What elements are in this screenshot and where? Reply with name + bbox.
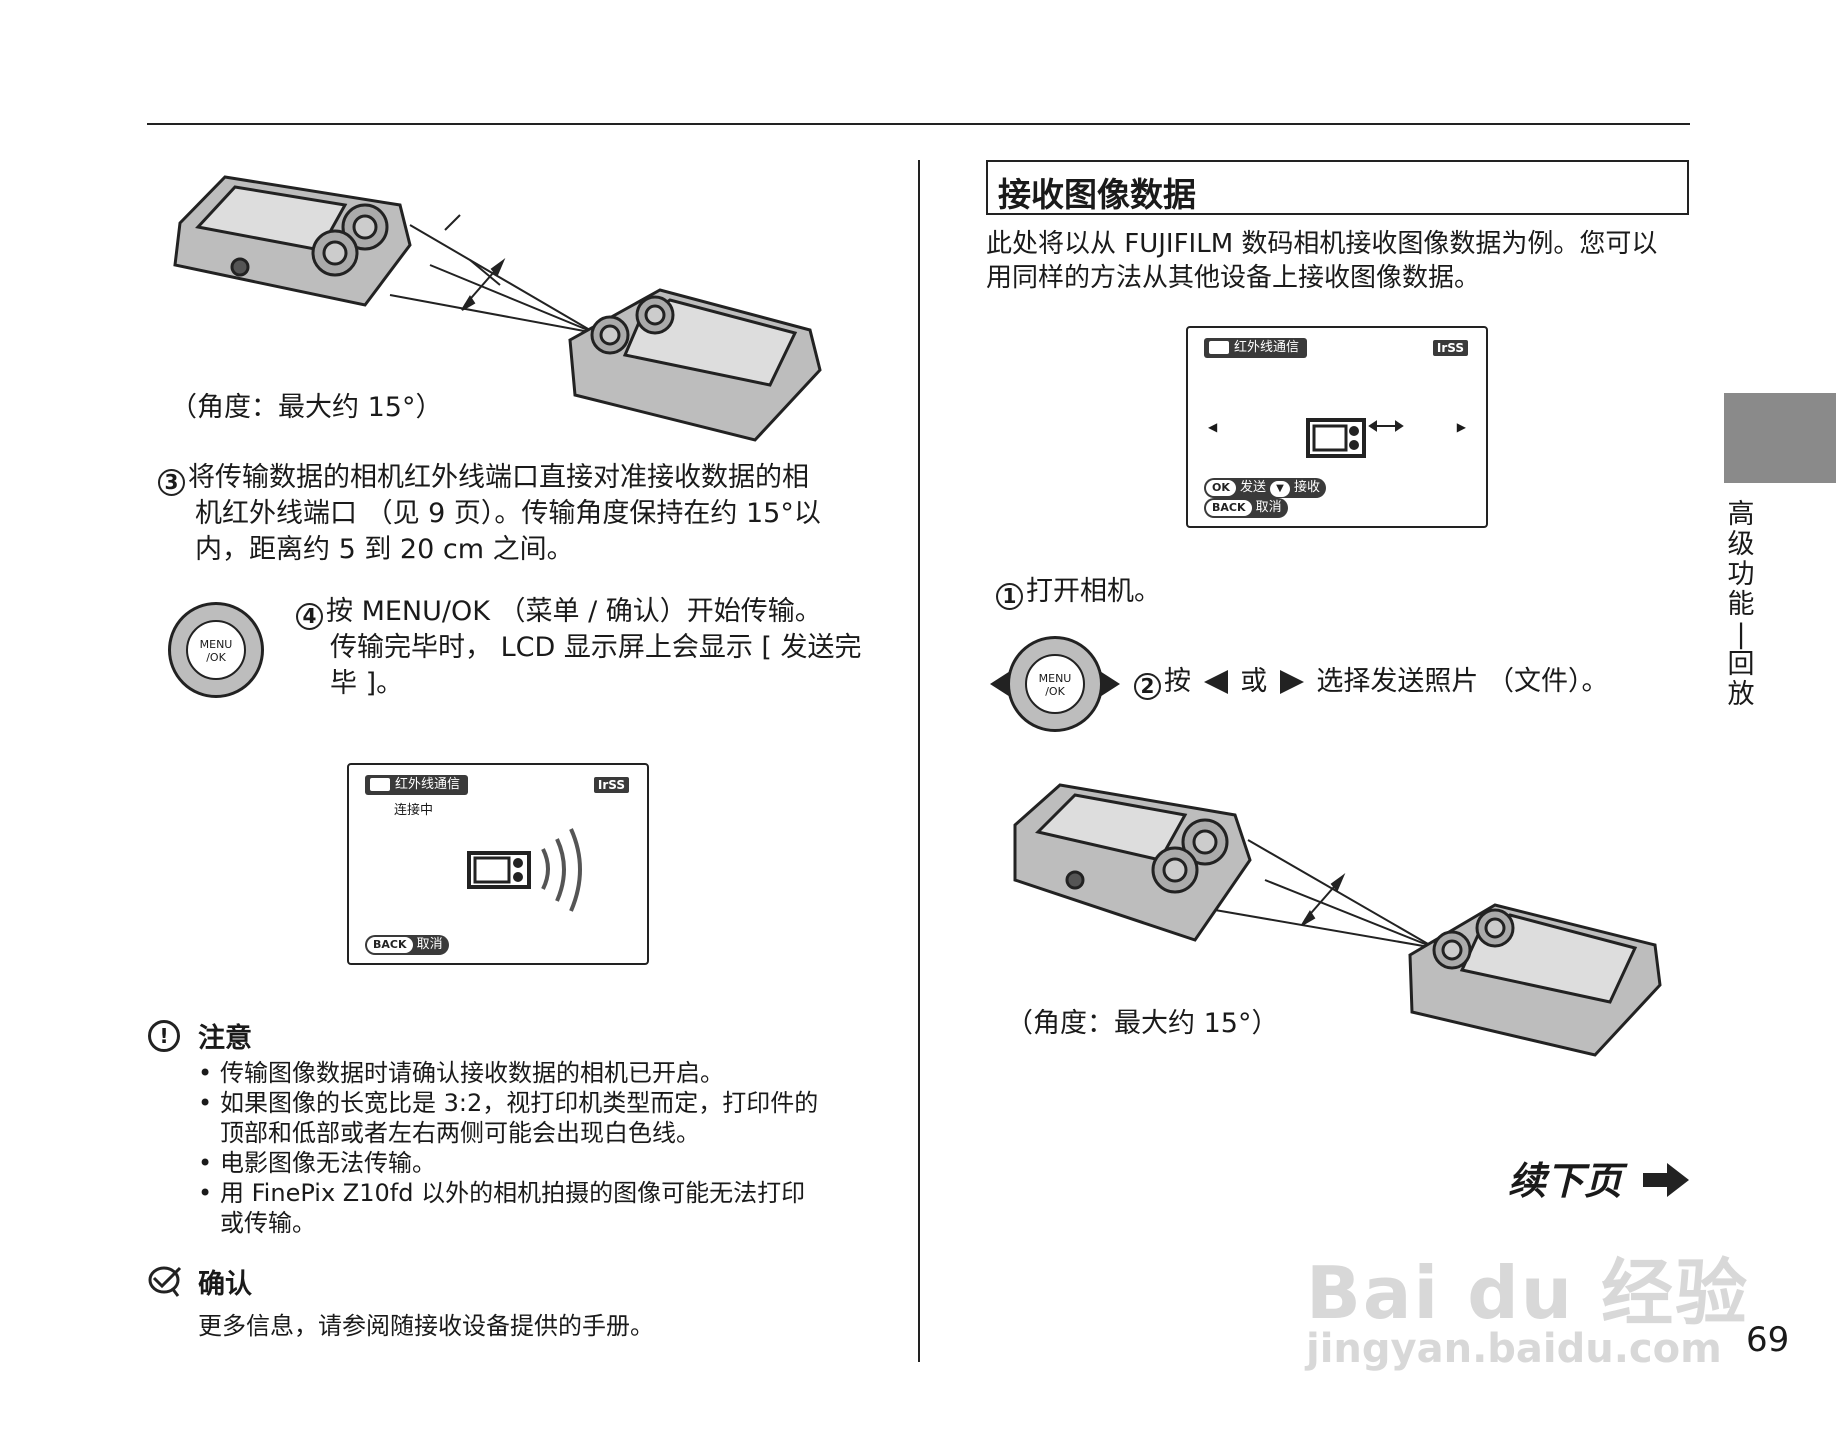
step2-number: 2 [1134, 672, 1161, 700]
note-list: 传输图像数据时请确认接收数据的相机已开启。 如果图像的长宽比是 3:2，视打印机… [198, 1058, 818, 1238]
baidu-watermark-logo: Bai du 经验 [1306, 1251, 1750, 1335]
list-item: 传输图像数据时请确认接收数据的相机已开启。 [198, 1058, 818, 1088]
ir-comm-tag: 红外线通信 [365, 775, 469, 795]
confirm-title: 确认 [198, 1269, 252, 1300]
menu-ok-button: MENU /OK [1025, 654, 1085, 714]
lcd-connecting-screen: 红外线通信 IrSS 连接中 BACK 取消 [347, 763, 649, 965]
angle-caption: （角度：最大约 15°） [170, 392, 443, 423]
camera-alignment-illustration [1013, 783, 1662, 1057]
step3-line2: 机红外线端口 （见 9 页）。传输角度保持在约 15°以 [195, 498, 821, 529]
baidu-watermark-url: jingyan.baidu.com [1306, 1326, 1722, 1372]
chapter-side-tab [1724, 393, 1836, 483]
page-number: 69 [1746, 1320, 1790, 1360]
menu-ok-dial-with-arrows: MENU /OK [990, 636, 1120, 732]
side-label-char: 级 [1727, 529, 1755, 560]
right-arrow-icon[interactable]: ▶ [1456, 420, 1466, 434]
list-item: 用 FinePix Z10fd 以外的相机拍摄的图像可能无法打印 [198, 1178, 818, 1208]
caution-icon: ! [148, 1020, 180, 1052]
intro-line2: 用同样的方法从其他设备上接收图像数据。 [986, 263, 1481, 293]
list-item: 如果图像的长宽比是 3:2，视打印机类型而定，打印件的 [198, 1088, 818, 1118]
right-arrow-icon [1643, 1162, 1690, 1206]
side-label-char: 高 [1727, 499, 1755, 530]
menu-ok-button: MENU /OK [186, 620, 246, 680]
side-label-char: 回 [1727, 649, 1755, 680]
menu-ok-dial: MENU /OK [168, 602, 264, 698]
step3-line3: 内，距离约 5 到 20 cm 之间。 [195, 534, 574, 565]
side-label-char: | [1736, 619, 1746, 650]
side-label-char: 功 [1727, 559, 1755, 590]
lcd-select-screen: 红外线通信 IrSS ◀ ▶ OK 发送 ▼ 接收 BACK 取消 [1186, 326, 1488, 528]
list-item: 或传输。 [220, 1209, 316, 1237]
step4-line3: 毕 ]。 [330, 668, 404, 699]
continue-next-page: 续下页 [1508, 1150, 1690, 1206]
list-item: 顶部和低部或者左右两侧可能会出现白色线。 [220, 1119, 700, 1147]
step4-number: 4 [296, 602, 323, 630]
step4-line2: 传输完毕时， LCD 显示屏上会显示 [ 发送完 [330, 632, 862, 663]
left-arrow-icon[interactable]: ◀ [1208, 420, 1218, 434]
ir-comm-tag: 红外线通信 [1204, 338, 1308, 358]
ir-icon [370, 778, 390, 791]
angle-caption: （角度：最大约 15°） [1006, 1008, 1279, 1039]
sending-camera-icon [1408, 903, 1662, 1057]
step3-number: 3 [158, 468, 185, 496]
checkmark-memo-icon [148, 1266, 182, 1297]
right-triangle-icon [1279, 670, 1304, 694]
side-label-char: 能 [1727, 589, 1755, 620]
intro-line1: 此处将以从 FUJIFILM 数码相机接收图像数据为例。您可以 [986, 229, 1658, 259]
camera-alignment-illustration [173, 175, 822, 442]
receiving-camera-icon [1013, 783, 1252, 942]
side-label-char: 放 [1727, 679, 1755, 710]
section-heading-box: 接收图像数据 [986, 160, 1689, 215]
down-triangle-icon: ▼ [1270, 481, 1290, 497]
irss-badge: IrSS [593, 777, 629, 793]
confirm-text: 更多信息，请参阅随接收设备提供的手册。 [198, 1312, 654, 1340]
camera-signal-icon [467, 828, 582, 912]
irss-badge: IrSS [1432, 340, 1468, 356]
camera-transfer-icon [1306, 418, 1404, 458]
back-cancel-button: BACK 取消 [365, 935, 449, 955]
back-cancel-button: BACK 取消 [1204, 498, 1288, 518]
list-item: 电影图像无法传输。 [198, 1148, 818, 1178]
step1-number: 1 [996, 582, 1023, 610]
section-heading: 接收图像数据 [998, 175, 1196, 214]
column-divider [918, 160, 920, 1362]
ok-send-button: OK 发送 ▼ 接收 [1204, 478, 1327, 498]
note-title: 注意 [198, 1023, 252, 1054]
ir-icon [1209, 341, 1229, 354]
chapter-side-label: 高级功能|回放 [1725, 500, 1757, 710]
top-rule [147, 123, 1690, 125]
receiving-camera-icon [568, 288, 822, 442]
connecting-status: 连接中 [394, 803, 434, 818]
sending-camera-icon [173, 175, 412, 307]
left-triangle-icon [1203, 670, 1228, 694]
